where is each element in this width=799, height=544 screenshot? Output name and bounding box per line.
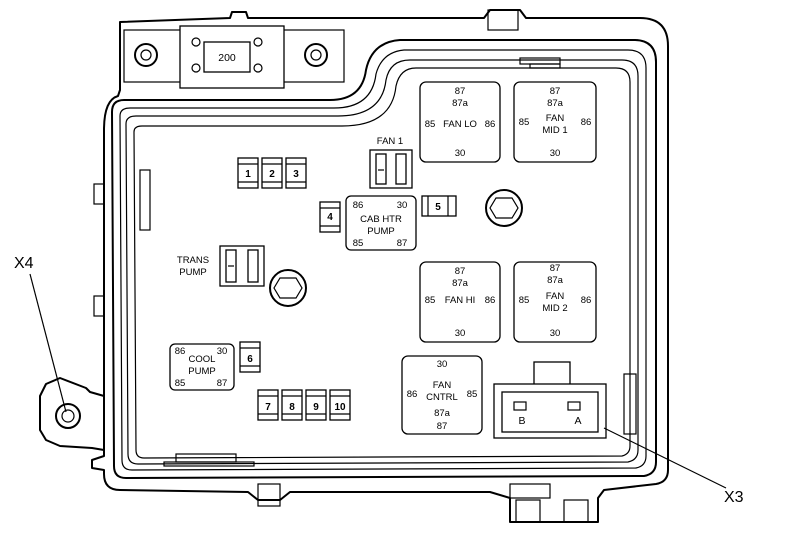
mini-fuse-4: 4 [319, 201, 341, 233]
relay-pin: 87 [550, 86, 561, 97]
relay-pin: 87a [452, 278, 469, 289]
relay-name: PUMP [188, 366, 215, 377]
svg-text:3: 3 [293, 169, 299, 180]
relay-pin: 87 [455, 266, 466, 277]
relay-name: FAN LO [443, 119, 477, 130]
callout-x3: X3 [603, 427, 744, 506]
relay-pin: 85 [519, 295, 530, 306]
relay-fan-mid-1: 87 87a 85 FAN MID 1 86 30 [513, 81, 597, 163]
relay-pin: 86 [581, 117, 592, 128]
relay-pin: 87a [452, 98, 469, 109]
relay-pin: 30 [455, 148, 466, 159]
svg-text:9: 9 [313, 402, 319, 413]
relay-pin: 87 [550, 263, 561, 274]
relay-pin: 30 [550, 328, 561, 339]
svg-text:5: 5 [435, 202, 441, 213]
relay-pin: 87 [397, 238, 408, 249]
svg-text:X3: X3 [724, 489, 744, 506]
relay-pin: 85 [175, 378, 186, 389]
relay-name: MID 2 [542, 303, 567, 314]
svg-text:4: 4 [327, 212, 333, 223]
relay-pin: 87 [437, 421, 448, 432]
relay-pin: 30 [397, 200, 408, 211]
relay-name: FAN HI [445, 295, 476, 306]
relay-fan-lo: 87 87a 85 FAN LO 86 30 [419, 81, 501, 163]
relay-pin: 30 [437, 359, 448, 370]
hex-stud-lower [269, 269, 307, 307]
mini-fuse-1: 1 [237, 157, 259, 189]
mini-fuse-2: 2 [261, 157, 283, 189]
svg-text:1: 1 [245, 169, 251, 180]
relay-pin: 30 [550, 148, 561, 159]
relay-cool-pump: 86 30 COOL PUMP 85 87 [169, 343, 235, 391]
maxi-fuse-fan-1: FAN 1 [369, 136, 413, 189]
svg-text:7: 7 [265, 402, 271, 413]
relay-name: PUMP [367, 226, 394, 237]
main-fuse-label: 200 [218, 52, 236, 64]
svg-text:2: 2 [269, 169, 275, 180]
mini-fuse-9: 9 [305, 389, 327, 421]
relay-pin: 86 [485, 119, 496, 130]
fuse-label: FAN 1 [377, 136, 403, 147]
relay-pin: 86 [353, 200, 364, 211]
relay-pin: 85 [467, 389, 478, 400]
connector-pin-b: B [518, 415, 525, 427]
main-fuse-200: 200 [179, 25, 285, 89]
relay-cab-htr-pump: 86 30 CAB HTR PUMP 85 87 [345, 195, 417, 251]
relay-pin: 85 [353, 238, 364, 249]
relay-name: MID 1 [542, 125, 567, 136]
relay-pin: 30 [455, 328, 466, 339]
mounting-bolt-x4 [55, 403, 81, 429]
mini-fuse-8: 8 [281, 389, 303, 421]
maxi-fuse-trans-pump: TRANS PUMP [177, 245, 265, 287]
relay-pin: 86 [407, 389, 418, 400]
relay-fan-cntrl: 30 86 FAN CNTRL 85 87a 87 [401, 355, 483, 435]
relay-name: COOL [189, 354, 216, 365]
relay-pin: 85 [519, 117, 530, 128]
relay-pin: 86 [485, 295, 496, 306]
fuse-label: TRANS [177, 255, 209, 266]
relay-pin: 87a [547, 275, 564, 286]
connector-x3: B A [493, 361, 607, 439]
relay-name: CNTRL [426, 392, 458, 403]
svg-text:X4: X4 [14, 255, 34, 272]
relay-fan-mid-2: 87 87a 85 FAN MID 2 86 30 [513, 261, 597, 343]
svg-text:8: 8 [289, 402, 295, 413]
connector-pin-a: A [574, 415, 581, 427]
relay-pin: 87 [217, 378, 228, 389]
relay-pin: 87a [547, 98, 564, 109]
svg-text:10: 10 [334, 402, 346, 413]
relay-pin: 85 [425, 295, 436, 306]
relay-pin: 86 [175, 346, 186, 357]
relay-pin: 85 [425, 119, 436, 130]
mini-fuse-7: 7 [257, 389, 279, 421]
relay-name: CAB HTR [360, 214, 402, 225]
relay-name: FAN [433, 380, 452, 391]
relay-pin: 87a [434, 408, 451, 419]
relay-pin: 86 [581, 295, 592, 306]
mini-fuse-6: 6 [239, 341, 261, 373]
relay-fan-hi: 87 87a 85 FAN HI 86 30 [419, 261, 501, 343]
fuse-label: PUMP [179, 267, 206, 278]
mini-fuse-10: 10 [329, 389, 351, 421]
mini-fuse-5: 5 [421, 195, 457, 217]
relay-name: FAN [546, 291, 565, 302]
housing-outline [39, 9, 669, 523]
relay-pin: 30 [217, 346, 228, 357]
callout-x4: X4 [14, 255, 67, 413]
relay-name: FAN [546, 113, 565, 124]
hex-stud-upper [485, 189, 523, 227]
svg-text:6: 6 [247, 354, 253, 365]
relay-pin: 87 [455, 86, 466, 97]
mini-fuse-3: 3 [285, 157, 307, 189]
